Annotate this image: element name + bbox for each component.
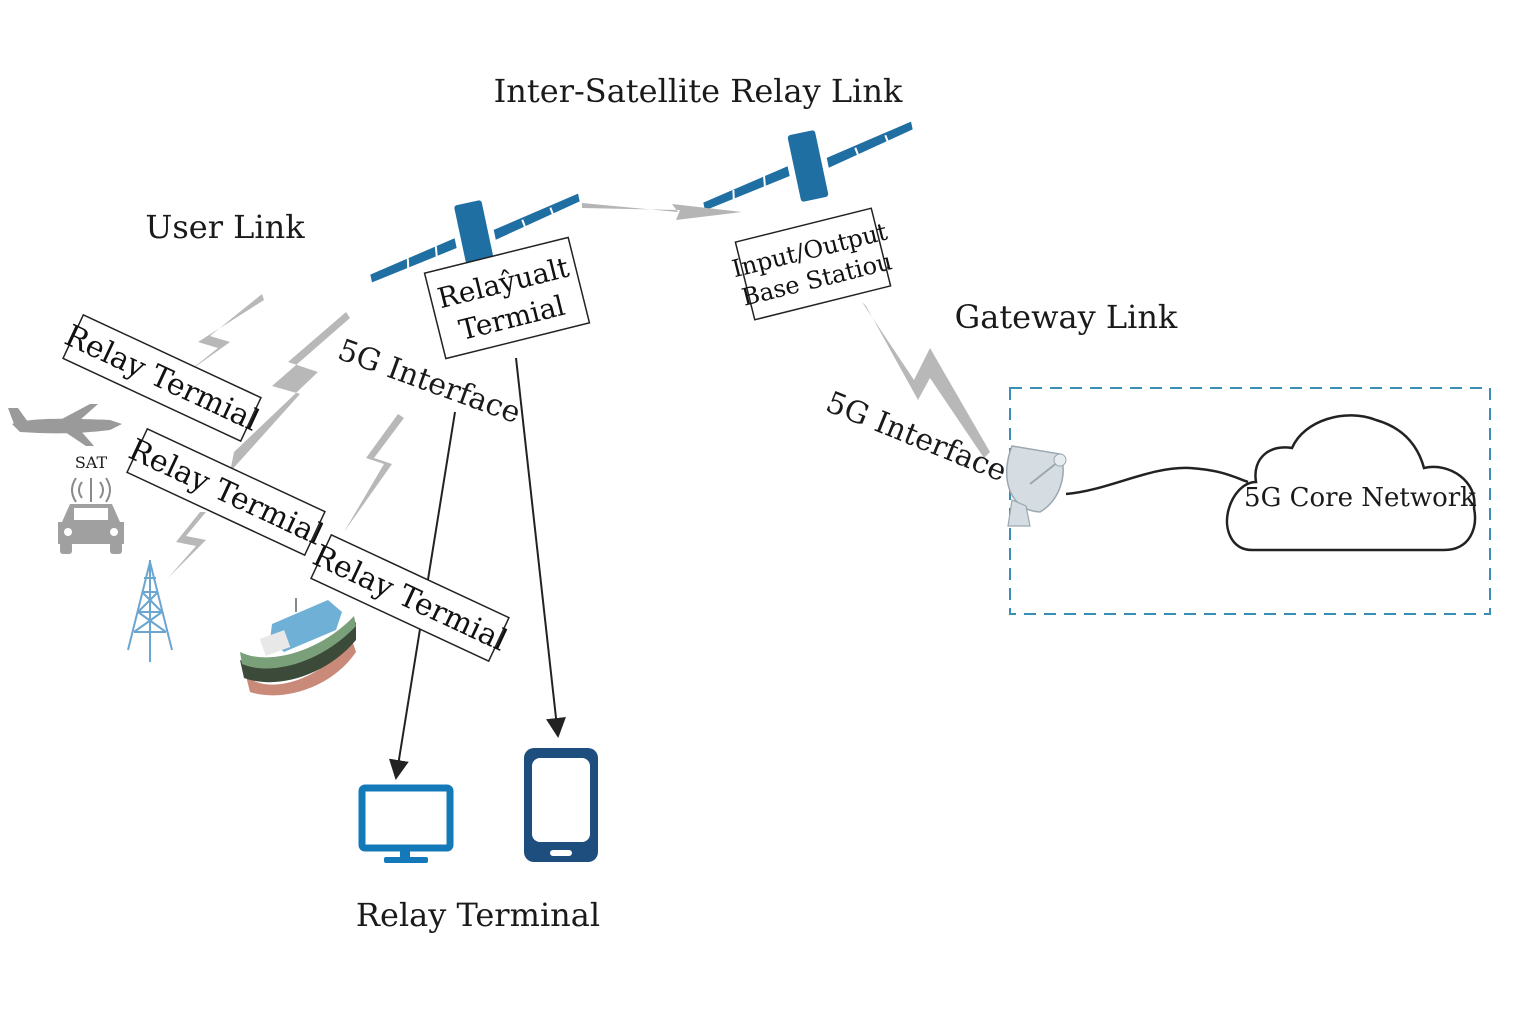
arrow-to-phone [515, 357, 566, 738]
svg-text:Relay Termial: Relay Termial [123, 432, 328, 552]
sat-tag-label: SAT [75, 453, 108, 472]
5g-interface-label-left: 5G Interface [333, 333, 525, 431]
inter-satellite-link-bolt [582, 203, 742, 220]
ship-icon [240, 598, 356, 696]
gateway-link-label: Gateway Link [955, 298, 1178, 336]
satellite-icon [370, 193, 580, 283]
tower-icon [127, 560, 173, 662]
satellite-relay-terminal-box: Relaŷualt Termial [423, 236, 591, 360]
5g-core-network-label: 5G Core Network [1244, 483, 1476, 513]
user-link-bolt [168, 512, 206, 578]
gateway-cable [1065, 466, 1249, 496]
car-icon [58, 504, 124, 554]
5g-interface-label-right: 5G Interface [821, 385, 1012, 489]
antenna-icon [71, 477, 111, 503]
gateway-dashed-boundary [1009, 387, 1491, 615]
user-link-label: User Link [145, 208, 305, 246]
airplane-icon [8, 404, 122, 446]
user-link-bolt [344, 414, 404, 532]
user-link-bolt [188, 294, 264, 372]
gateway-link-bolt [862, 302, 990, 458]
relay-terminal-caption: Relay Terminal [356, 896, 600, 934]
inter-satellite-relay-link-label: Inter-Satellite Relay Link [494, 72, 903, 110]
relay-terminal-box: Relay Termial [123, 427, 328, 557]
monitor-icon [358, 784, 454, 863]
base-station-box: Input/Output Base Statiou [729, 207, 895, 321]
satellite-icon [703, 121, 913, 211]
cloud-icon [1225, 414, 1477, 552]
phone-icon [524, 748, 598, 862]
user-link-bolt [230, 312, 350, 472]
satellite-dish-icon [1005, 445, 1067, 527]
